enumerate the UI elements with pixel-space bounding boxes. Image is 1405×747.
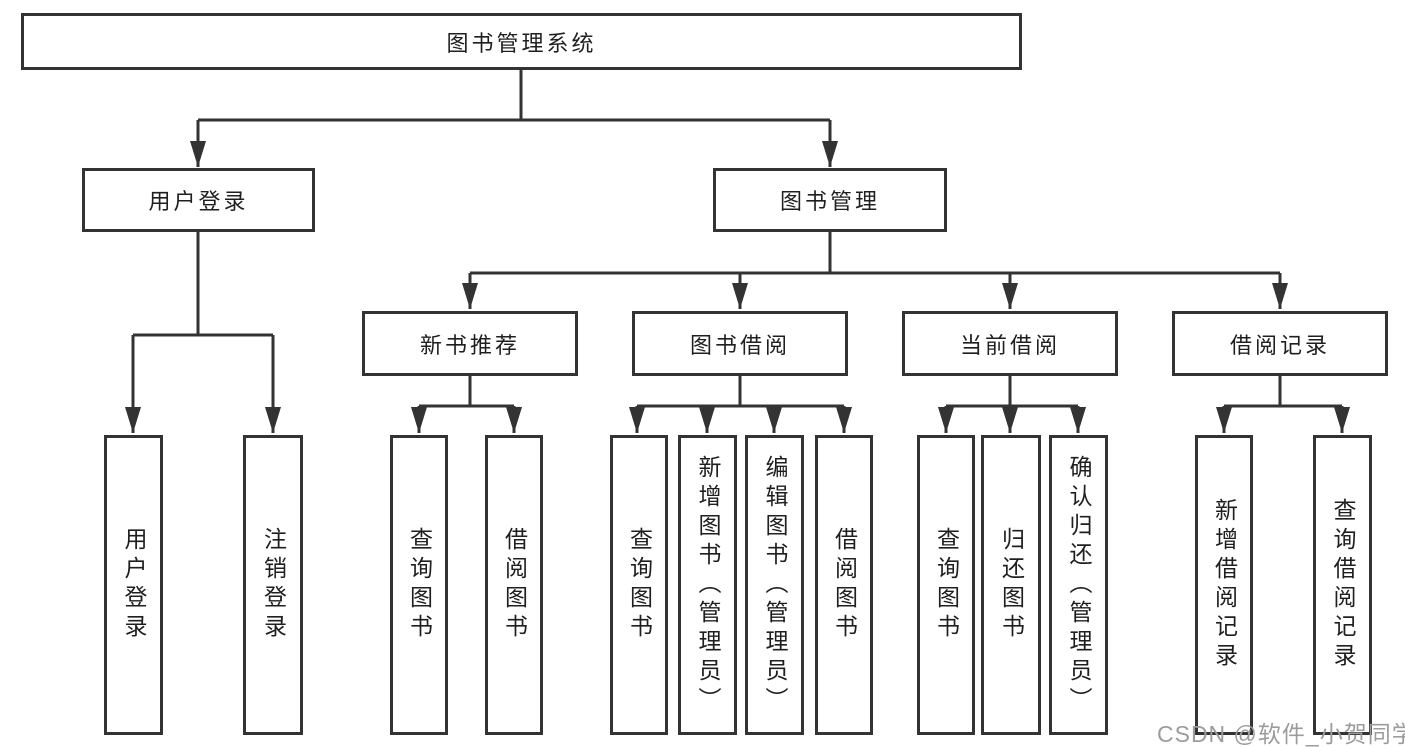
node-book-borrowing: 图书借阅	[632, 311, 848, 376]
leaf-confirm-return-admin-label: 确认归还（管理员）	[1066, 454, 1092, 716]
node-user-login-label: 用户登录	[148, 189, 249, 214]
leaf-logout: 注销登录	[243, 435, 303, 735]
node-new-book-recommendation: 新书推荐	[362, 311, 578, 376]
leaf-borrow-books-1: 借阅图书	[485, 435, 543, 735]
leaf-query-books-3-label: 查询图书	[933, 527, 960, 643]
leaf-return-books: 归还图书	[981, 435, 1041, 735]
leaf-edit-book-admin-label: 编辑图书（管理员）	[762, 454, 788, 716]
leaf-query-books-1-label: 查询图书	[406, 527, 433, 643]
leaf-add-borrow-record-label: 新增借阅记录	[1211, 498, 1238, 672]
node-book-management-label: 图书管理	[779, 189, 880, 214]
leaf-return-books-label: 归还图书	[998, 527, 1025, 643]
leaf-query-books-1: 查询图书	[390, 435, 448, 735]
leaf-borrow-books-2: 借阅图书	[815, 435, 873, 735]
node-current-borrowing-label: 当前借阅	[959, 332, 1060, 358]
leaf-add-book-admin-label: 新增图书（管理员）	[695, 454, 721, 716]
leaf-add-book-admin: 新增图书（管理员）	[678, 435, 737, 735]
leaf-query-books-2: 查询图书	[610, 435, 668, 735]
leaf-add-borrow-record: 新增借阅记录	[1195, 435, 1253, 735]
csdn-watermark: CSDN @软件_小贺同学	[1157, 721, 1405, 747]
node-library-management-system: 图书管理系统	[21, 13, 1022, 70]
leaf-user-login-label: 用户登录	[121, 527, 147, 643]
node-borrowing-records-label: 借阅记录	[1229, 332, 1330, 358]
node-new-book-recommendation-label: 新书推荐	[419, 332, 520, 358]
leaf-query-borrow-record: 查询借阅记录	[1313, 435, 1372, 735]
node-book-borrowing-label: 图书借阅	[689, 332, 790, 358]
node-current-borrowing: 当前借阅	[902, 311, 1118, 376]
node-book-management: 图书管理	[713, 168, 947, 232]
leaf-query-books-3: 查询图书	[917, 435, 975, 735]
leaf-borrow-books-2-label: 借阅图书	[831, 527, 858, 643]
leaf-user-login: 用户登录	[104, 435, 163, 735]
leaf-query-books-2-label: 查询图书	[626, 527, 653, 643]
node-user-login: 用户登录	[82, 168, 315, 232]
node-library-management-system-label: 图书管理系统	[446, 30, 597, 56]
node-borrowing-records: 借阅记录	[1172, 311, 1388, 376]
leaf-query-borrow-record-label: 查询借阅记录	[1330, 498, 1356, 672]
leaf-borrow-books-1-label: 借阅图书	[501, 527, 528, 643]
leaf-confirm-return-admin: 确认归还（管理员）	[1049, 435, 1108, 735]
leaf-edit-book-admin: 编辑图书（管理员）	[745, 435, 804, 735]
leaf-logout-label: 注销登录	[260, 527, 287, 643]
